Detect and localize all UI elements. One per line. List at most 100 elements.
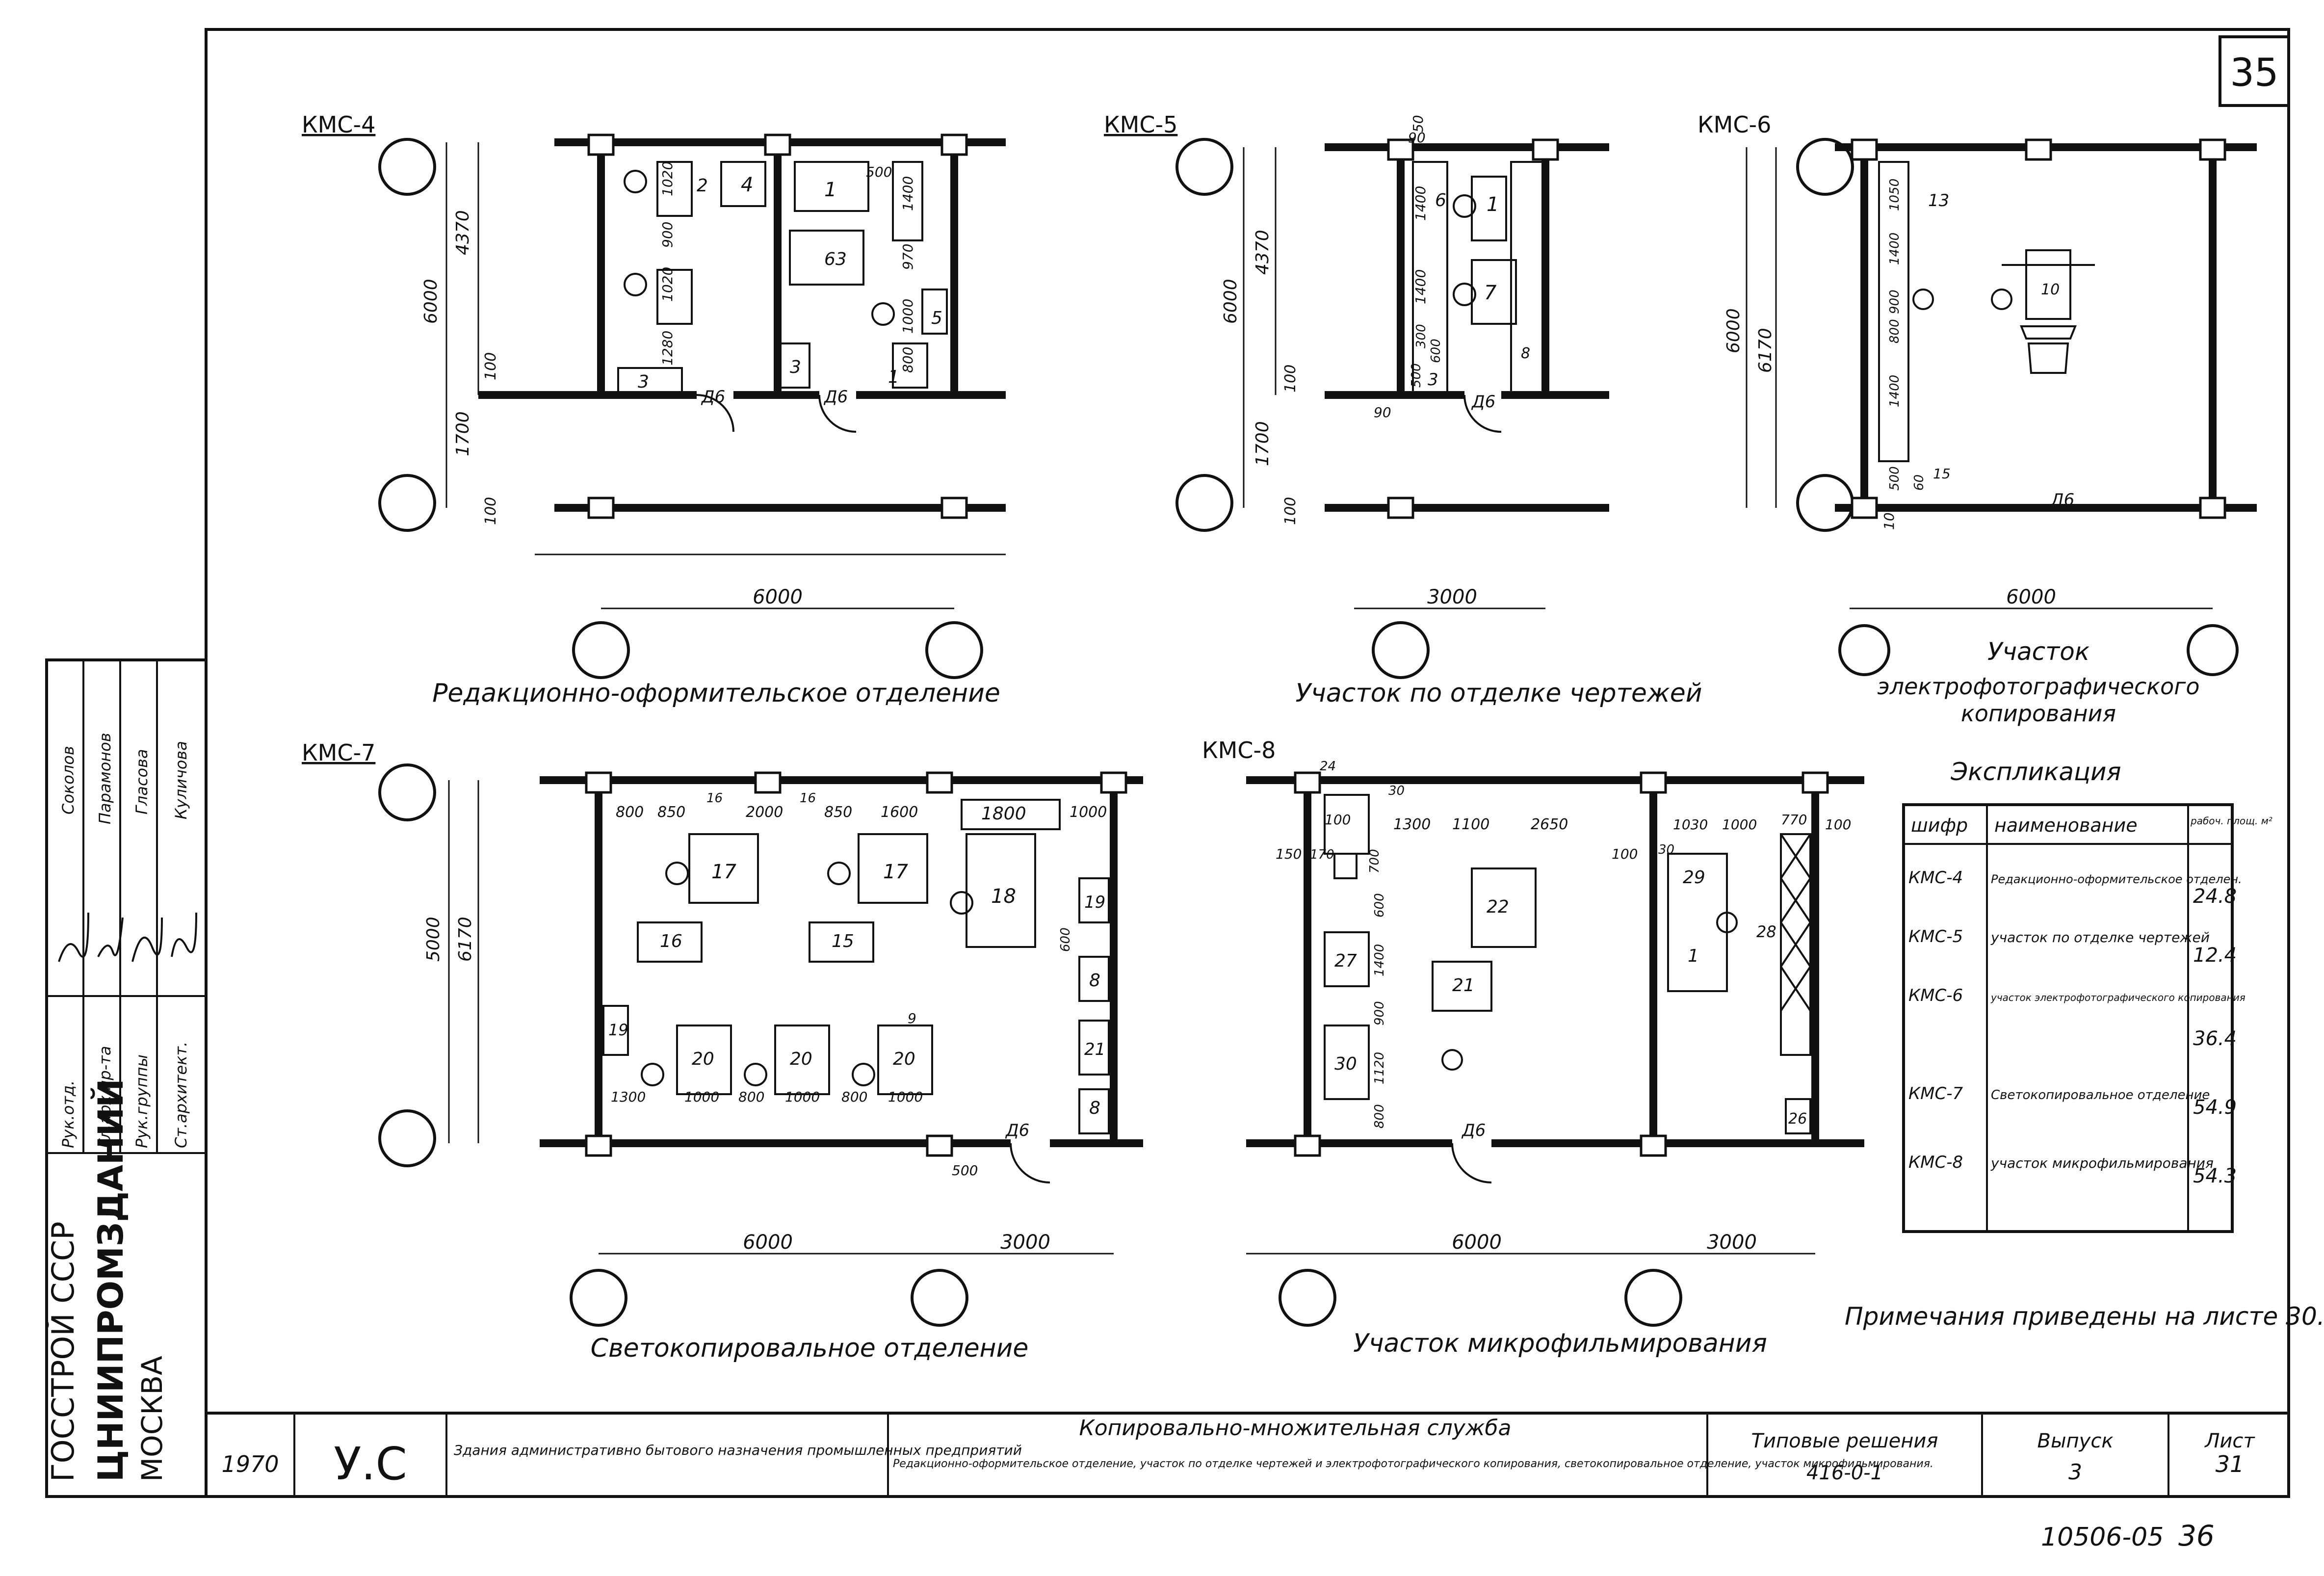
plan-label: 300 — [1414, 324, 1429, 348]
plan-label: 500 — [1409, 363, 1424, 388]
plan-kmc-6: КМС-6 6000 6000 6170 100 1050 13 1400 90… — [1697, 111, 2257, 727]
axis-bubble — [378, 138, 436, 196]
top-dim: 2000 — [746, 804, 783, 821]
plan-label: 8 — [1521, 345, 1530, 362]
plan-label: 800 — [900, 347, 916, 373]
dim-label: 6000 — [1452, 1231, 1502, 1254]
plan-label: 900 — [1887, 289, 1902, 314]
axis-bubble — [925, 621, 983, 679]
table-cell: 24.8 — [2193, 885, 2237, 908]
sheet-label: Лист — [2204, 1430, 2255, 1452]
plan-label: 500 — [866, 164, 892, 180]
plan-label: 970 — [900, 244, 916, 270]
top-dim: 1100 — [1452, 816, 1489, 833]
plan-label: 600 — [1429, 339, 1443, 363]
plan-title: электрофотографического — [1877, 673, 2199, 700]
top-dim: 1000 — [1070, 804, 1107, 821]
plan-label: 1400 — [1372, 944, 1387, 976]
plan-label: 8 — [1089, 971, 1100, 991]
table-cell: участок электрофотографического копирова… — [1990, 992, 2246, 1003]
dim-label: 6000 — [753, 586, 803, 608]
plan-label: 800 — [1372, 1104, 1387, 1129]
stamp-name: Гласова — [132, 749, 151, 814]
plan-label: 1 — [1688, 946, 1699, 966]
plan-label: 1280 — [659, 331, 676, 366]
side-stamp-frame — [45, 658, 208, 1498]
table-cell: Светокопировальное отделение — [1991, 1088, 2210, 1103]
table-cell: КМС-8 — [1908, 1153, 1963, 1172]
plan-label: 28 — [1756, 922, 1776, 941]
stamp-role: Гл.арх.пр-та — [96, 1046, 114, 1148]
plan-label: 17 — [883, 861, 908, 883]
door-label: Д6 — [1471, 392, 1495, 412]
plan-label: 1 — [1487, 193, 1499, 216]
plan-label: 6 — [1435, 190, 1446, 210]
plan-label: 13 — [1928, 191, 1949, 210]
bottom-dim: 500 — [952, 1162, 978, 1179]
plan-kmc-7: КМС-7 6000 3000 5000 6170 800 850 16 200… — [302, 739, 1143, 1363]
dim-label: 6000 — [1723, 308, 1744, 353]
dim-label: 6170 — [1755, 328, 1776, 373]
plan-label: 1400 — [1887, 375, 1902, 407]
door-label: Д6 — [823, 387, 848, 407]
plan-label: 21 — [1084, 1040, 1105, 1059]
plan-label: 30 — [1334, 1054, 1357, 1074]
plan-label: 8 — [1089, 1098, 1100, 1118]
top-dim: 24 — [1320, 759, 1336, 774]
top-dim: 1030 — [1673, 816, 1708, 833]
plan-kmc-4: КМС-4 6000 6000 4370 1700 100 100 1020 9… — [302, 111, 1006, 708]
footer-code: 10506-05 — [2041, 1523, 2164, 1552]
dim-label: 4370 — [453, 210, 473, 255]
dim-label: 3000 — [1707, 1231, 1757, 1254]
side-stamp: Рук.отд. Гл.арх.пр-та Рук.группы Ст.архи… — [45, 660, 206, 1482]
plan-label: 1400 — [1412, 269, 1429, 304]
plan-label: 800 — [1887, 319, 1902, 343]
door-label: Д6 — [701, 387, 725, 407]
bottom-dim: 1000 — [888, 1089, 923, 1105]
table-header: рабоч. площ. м² — [2190, 815, 2272, 827]
plan-label: 600 — [1058, 927, 1073, 952]
table-cell: участок по отделке чертежей — [1990, 929, 2210, 946]
plan-title: Участок по отделке чертежей — [1295, 679, 1702, 708]
plan-label: 19 — [1084, 893, 1105, 912]
plan-label: 1400 — [1412, 186, 1429, 221]
plan-label: 1050 — [1887, 179, 1902, 211]
top-dim: 2650 — [1531, 816, 1568, 833]
bottom-dim: 1000 — [785, 1089, 820, 1105]
stamp-name: Соколов — [59, 746, 78, 814]
plan-label: 63 — [824, 249, 847, 269]
title-service: Копировально-множительная служба — [1079, 1416, 1511, 1441]
plan-label: 27 — [1334, 951, 1357, 971]
top-dim: 100 — [1612, 846, 1638, 862]
signature-marks — [58, 912, 197, 962]
plan-label: 18 — [991, 885, 1016, 908]
plan-label: 900 — [1372, 1001, 1387, 1025]
dim-label: 5000 — [423, 917, 444, 962]
table-cell: участок микрофильмирования — [1990, 1155, 2214, 1171]
plan-label: 29 — [1683, 867, 1705, 888]
plan-label: 600 — [1372, 893, 1387, 918]
table-cell: КМС-5 — [1908, 927, 1963, 946]
plan-label: 5 — [931, 308, 942, 328]
explication-title: Экспликация — [1950, 758, 2121, 786]
issue-label: Выпуск — [2037, 1430, 2114, 1452]
series-label: Типовые решения — [1751, 1430, 1938, 1452]
dim-label: 3000 — [1427, 586, 1477, 608]
sheet-number: 35 — [2230, 51, 2278, 95]
door-label: Д6 — [1461, 1121, 1486, 1140]
plan-label: 900 — [659, 222, 676, 248]
title-description: Редакционно-оформительское отделение, уч… — [893, 1458, 1933, 1470]
dim-label: 100 — [482, 497, 499, 525]
top-dim: 100 — [1325, 812, 1351, 828]
plan-label: 16 — [660, 931, 682, 951]
plan-kmc-5: КМС-5 3000 6000 4370 1700 100 100 50 140… — [1104, 111, 1702, 708]
plan-label: 9 — [908, 1010, 916, 1026]
stamp-name: Парамонов — [96, 733, 114, 824]
axis-bubble — [378, 474, 436, 532]
top-dim: 30 — [1658, 842, 1674, 857]
table-cell: Редакционно-оформительское отделен. — [1991, 872, 2242, 886]
plan-code: КМС-4 — [302, 111, 375, 138]
stamp-role: Ст.архитект. — [172, 1042, 190, 1148]
plan-label: 500 — [1887, 466, 1902, 491]
